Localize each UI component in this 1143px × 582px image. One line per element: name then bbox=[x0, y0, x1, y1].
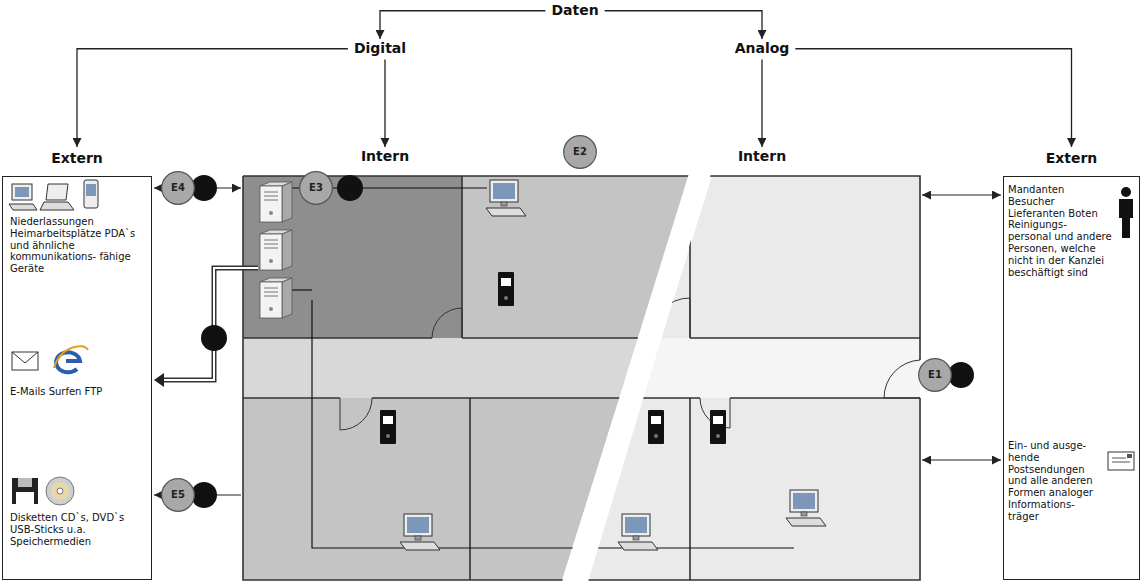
arrow-head bbox=[154, 373, 164, 387]
connector-arrow bbox=[384, 60, 385, 148]
laptop-icon bbox=[40, 184, 74, 210]
double-line-arrow bbox=[154, 268, 258, 387]
marker-dot bbox=[337, 175, 363, 201]
body-text: Niederlassungen Heimarbeitsplätze PDA`s … bbox=[10, 216, 148, 275]
desktop-icon bbox=[9, 184, 37, 210]
heading-text: Digital bbox=[354, 40, 406, 58]
corridor bbox=[243, 338, 920, 398]
envelope-icon bbox=[12, 352, 38, 370]
corridor bbox=[243, 338, 920, 398]
heading-text: Intern bbox=[361, 148, 409, 166]
heading-text: Extern bbox=[2, 150, 152, 168]
callout-number: E4 bbox=[161, 171, 195, 205]
callout-number: E3 bbox=[299, 171, 333, 205]
category-heading: Analog bbox=[732, 40, 793, 58]
callout-number: E5 bbox=[161, 478, 195, 512]
connector-arrow bbox=[380, 11, 545, 39]
divider-stripe bbox=[562, 170, 712, 582]
heading-text: Intern bbox=[738, 148, 786, 166]
server-icon bbox=[260, 182, 292, 222]
flow-arrow bbox=[922, 459, 1001, 460]
letter-icon bbox=[1108, 452, 1134, 470]
wall bbox=[243, 337, 920, 339]
server-icon bbox=[260, 278, 292, 318]
cd-icon bbox=[46, 477, 74, 505]
server-room bbox=[243, 176, 462, 338]
network-cable bbox=[292, 188, 794, 548]
computer-icon bbox=[786, 490, 826, 526]
connector-arrow bbox=[77, 49, 348, 147]
browser-icon bbox=[54, 346, 88, 372]
callout-circle: E3 bbox=[299, 171, 333, 205]
wall bbox=[243, 397, 920, 399]
body-text: Mandanten Besucher Lieferanten Boten Rei… bbox=[1008, 184, 1112, 278]
network-cable bbox=[292, 289, 312, 290]
door bbox=[432, 308, 462, 338]
category-heading: Digital bbox=[351, 40, 409, 58]
double-line bbox=[162, 268, 258, 380]
marker-dots bbox=[191, 175, 974, 508]
external-box: ExternNiederlassungen Heimarbeitsplätze … bbox=[2, 148, 152, 580]
body-text: Disketten CD`s, DVD`s USB-Sticks u.a. Sp… bbox=[10, 512, 148, 547]
binder-icon bbox=[380, 410, 396, 444]
callout-circle: E1 bbox=[918, 358, 952, 392]
pda-icon bbox=[84, 180, 98, 208]
marker-dot bbox=[201, 325, 227, 351]
heading-text: Daten bbox=[551, 2, 598, 20]
heading-text: Extern bbox=[1003, 150, 1140, 168]
flow-arrows bbox=[154, 188, 1001, 495]
computer-icon bbox=[618, 514, 658, 550]
server-icon bbox=[260, 230, 292, 270]
callout-circle: E5 bbox=[161, 478, 195, 512]
flow-arrow bbox=[922, 194, 1001, 195]
category-heading: Intern bbox=[735, 148, 789, 166]
callout-circle: E4 bbox=[161, 171, 195, 205]
binder-icon bbox=[710, 410, 726, 444]
person-icon bbox=[1119, 187, 1133, 238]
connector-arrow bbox=[795, 49, 1071, 147]
body-text: E-Mails Surfen FTP bbox=[10, 386, 148, 398]
category-heading: Daten bbox=[548, 2, 601, 20]
connectors bbox=[77, 11, 1072, 147]
door bbox=[340, 398, 372, 430]
external-box: ExternMandanten Besucher Lieferanten Bot… bbox=[1003, 148, 1140, 580]
binder-icon bbox=[498, 272, 514, 306]
heading-text: Analog bbox=[735, 40, 790, 58]
callout-number: E1 bbox=[918, 358, 952, 392]
computer-icon bbox=[486, 180, 526, 216]
double-line bbox=[162, 268, 258, 380]
callout-circle: E2 bbox=[563, 135, 597, 169]
network-cable bbox=[312, 300, 794, 548]
binder-icon bbox=[648, 410, 664, 444]
category-heading: Intern bbox=[358, 148, 412, 166]
floppy-icon bbox=[12, 478, 38, 504]
connector-arrow bbox=[761, 60, 762, 148]
callout-number: E2 bbox=[563, 135, 597, 169]
connector-arrow bbox=[605, 11, 762, 39]
door bbox=[884, 360, 920, 398]
computer-icon bbox=[400, 514, 440, 550]
body-text: Ein- und ausge- hende Postsendungen und … bbox=[1008, 440, 1104, 523]
